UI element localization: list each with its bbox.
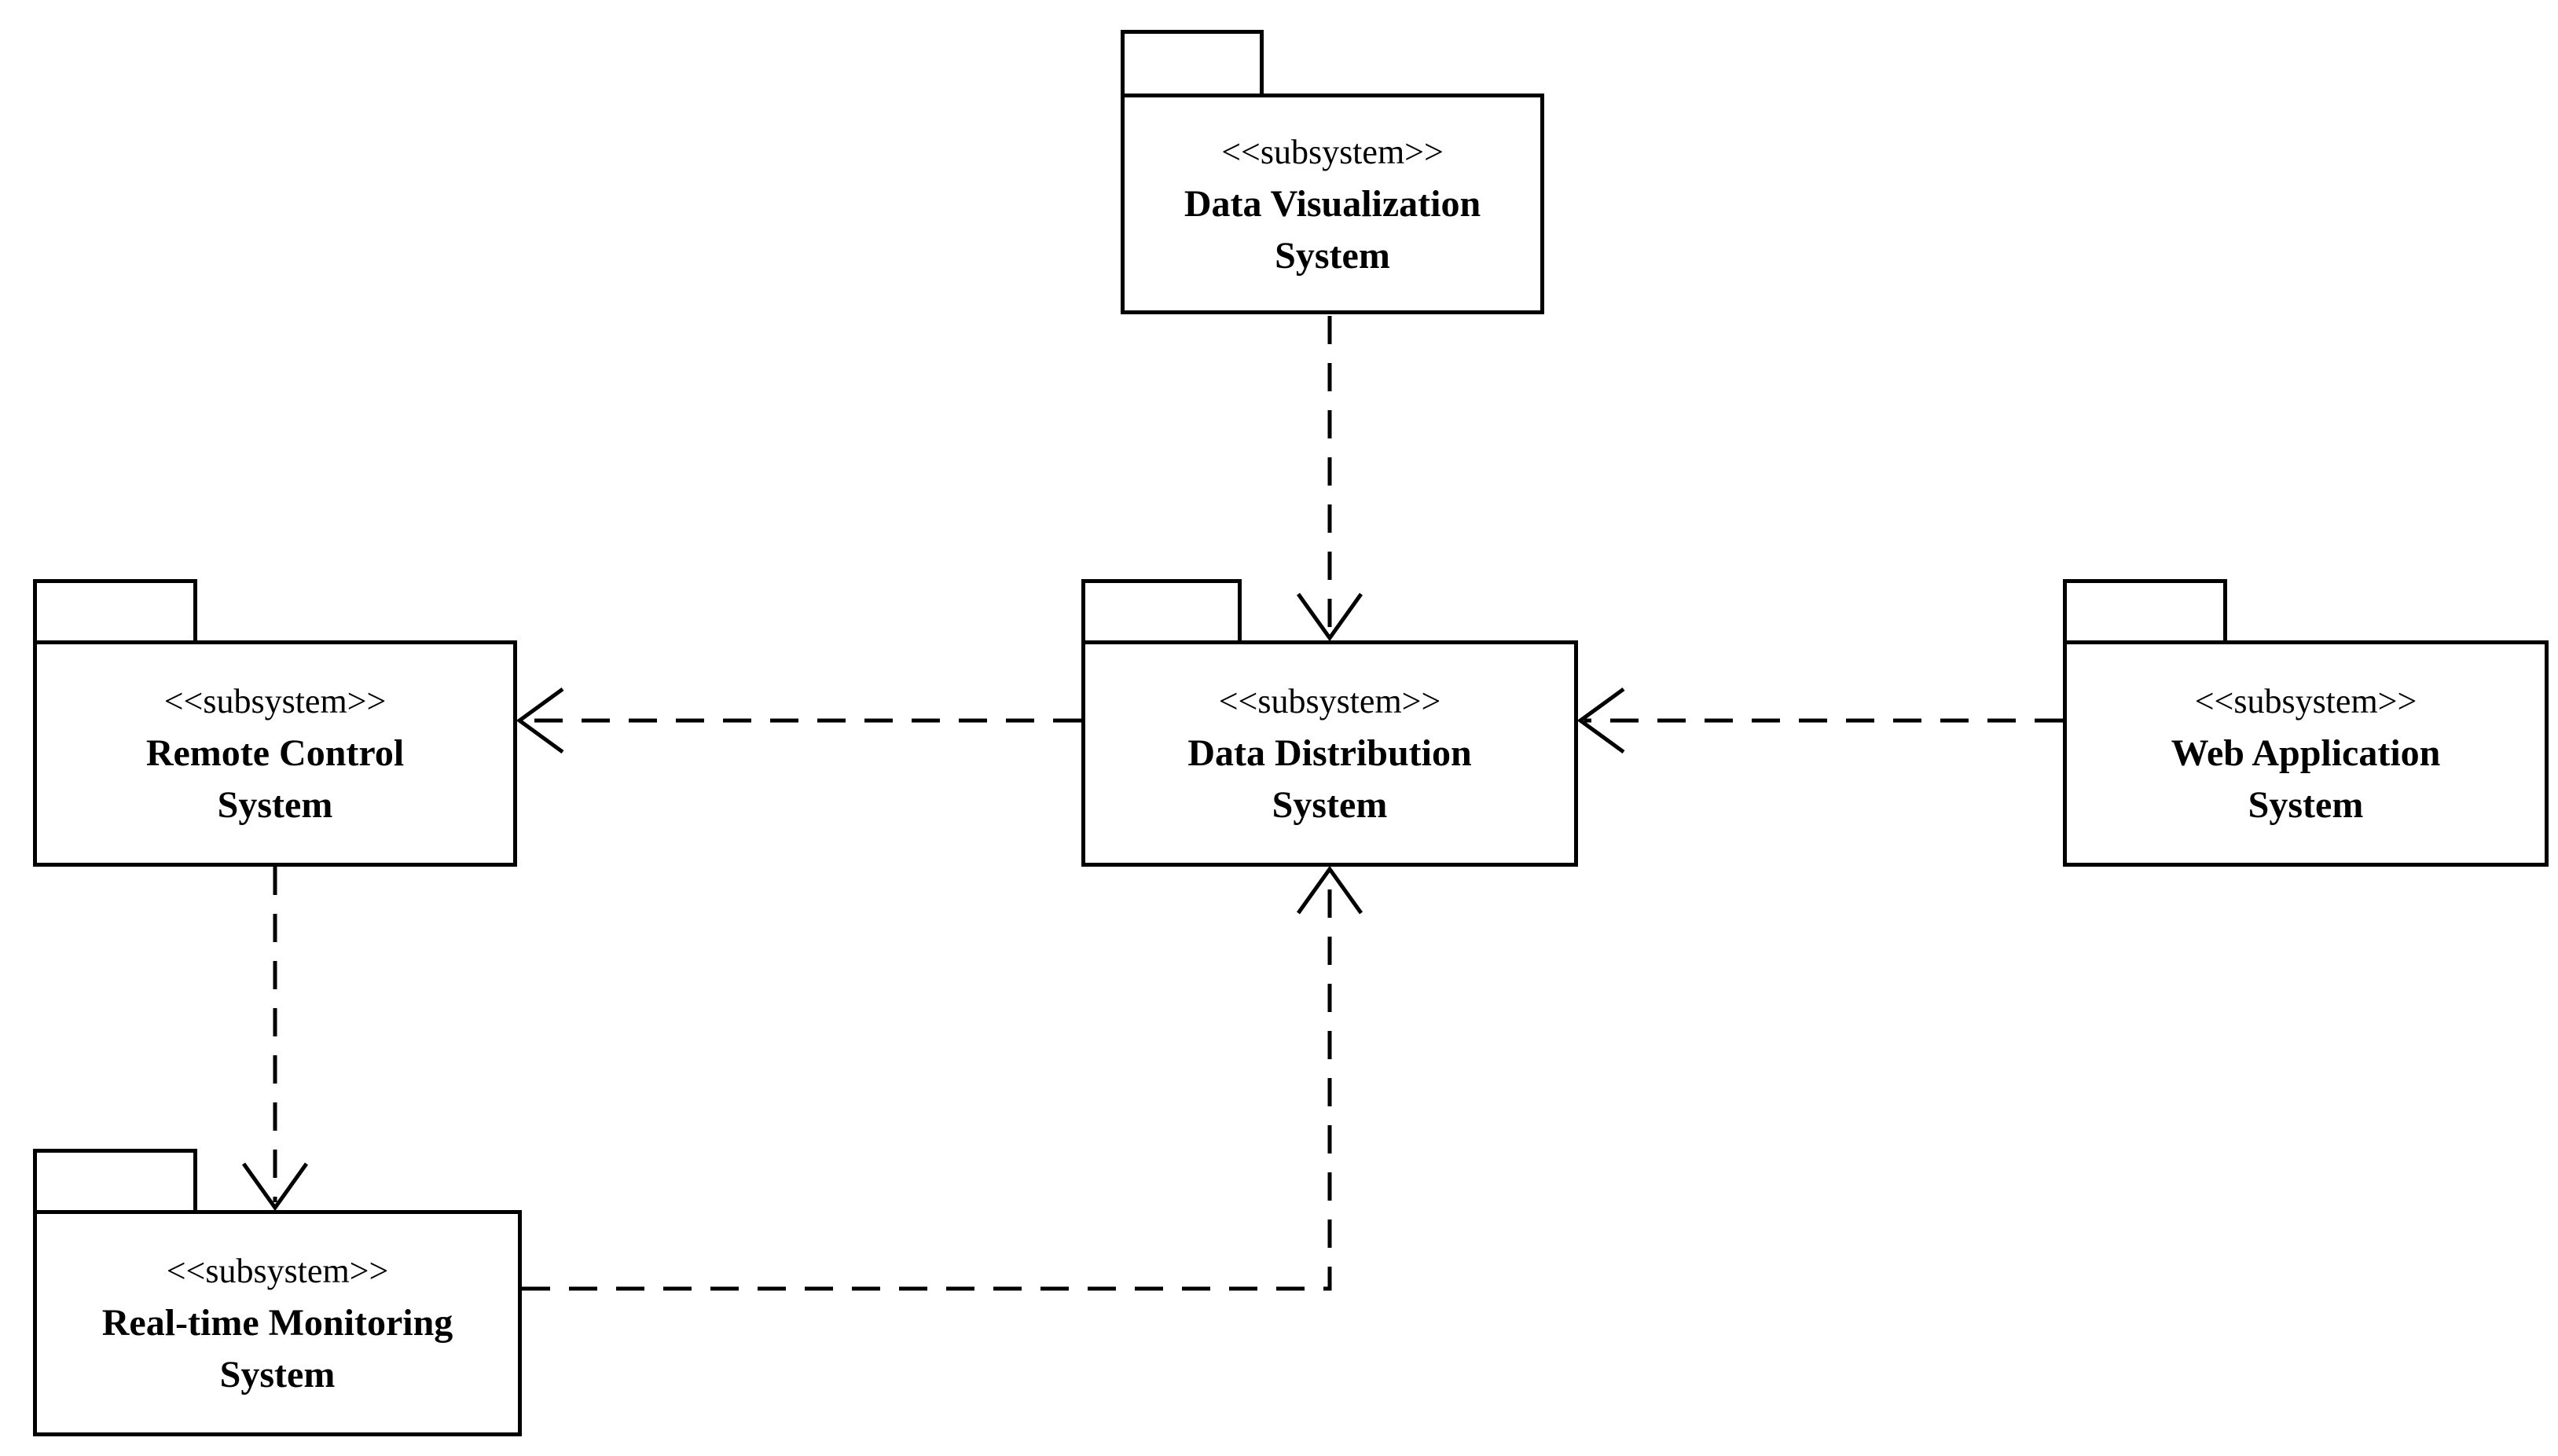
dependency-arrow-data-visualization-to-data-distribution: [1296, 316, 1363, 642]
package-name-line: Data Distribution: [1187, 732, 1472, 774]
package-name-line: Real-time Monitoring: [101, 1302, 453, 1344]
package-stereotype: <<subsystem>>: [1221, 132, 1444, 171]
package-stereotype: <<subsystem>>: [1218, 682, 1441, 721]
dependency-arrow-real-time-monitoring-to-data-distribution: [522, 865, 1363, 1291]
package-stereotype: <<subsystem>>: [166, 1252, 389, 1290]
dependency-arrow-web-application-to-data-distribution: [1576, 687, 2063, 754]
package-name-line: System: [1272, 784, 1388, 826]
package-body: <<subsystem>> Web Application System: [2063, 640, 2549, 867]
package-name-line: System: [219, 1354, 336, 1395]
package-tab: [1121, 30, 1264, 94]
package-name-line: System: [2248, 784, 2364, 826]
dependency-arrow-remote-control-to-real-time-monitoring: [241, 867, 309, 1212]
package-tab: [2063, 579, 2227, 640]
package-name-line: Remote Control: [145, 732, 405, 774]
package-tab: [33, 1149, 197, 1210]
dependency-arrow-data-distribution-to-remote-control: [516, 687, 1081, 754]
package-stereotype: <<subsystem>>: [163, 682, 387, 721]
package-stereotype: <<subsystem>>: [2194, 682, 2417, 721]
package-tab: [33, 579, 197, 640]
package-name-line: Web Application: [2171, 732, 2441, 774]
package-body: <<subsystem>> Remote Control System: [33, 640, 517, 867]
package-name-line: System: [1275, 234, 1390, 277]
package-body: <<subsystem>> Real-time Monitoring Syste…: [33, 1210, 522, 1436]
package-body: <<subsystem>> Data Visualization System: [1121, 94, 1544, 314]
package-name-line: Data Visualization: [1184, 182, 1481, 225]
package-tab: [1081, 579, 1242, 640]
package-name-line: System: [217, 784, 333, 826]
package-body: <<subsystem>> Data Distribution System: [1081, 640, 1578, 867]
